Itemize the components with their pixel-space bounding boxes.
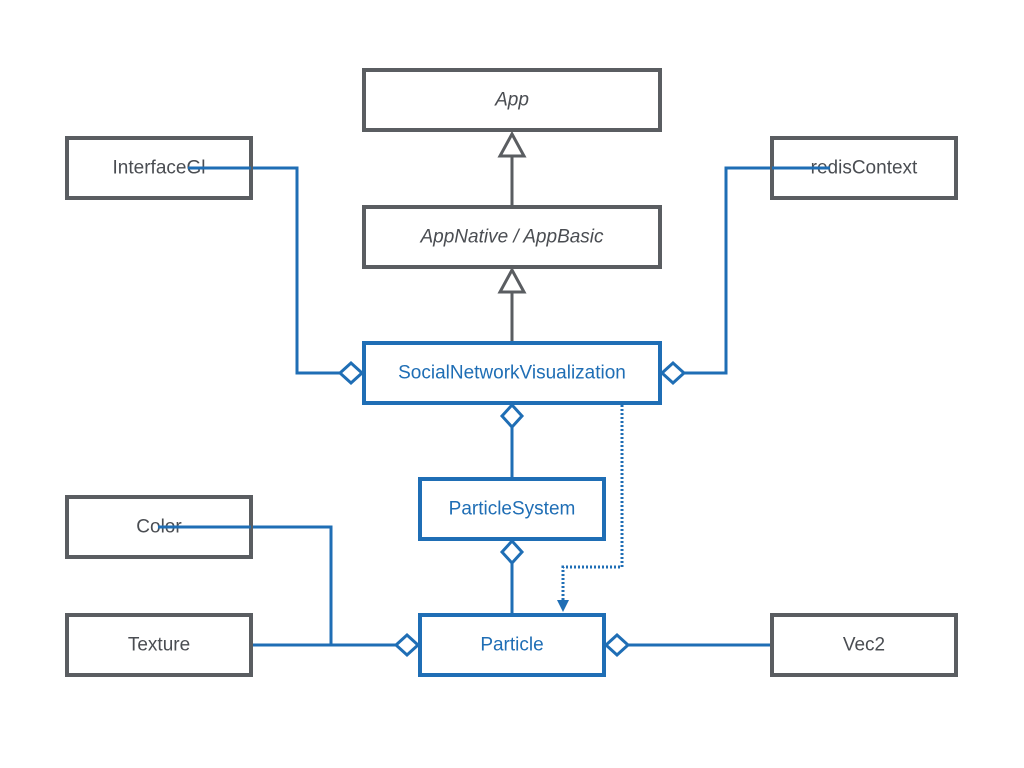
aggregation-diamond-particlesystem	[499, 402, 525, 430]
aggregation-diamond-vec2	[603, 632, 631, 658]
class-label-particle: Particle	[480, 635, 543, 656]
class-box-socialnetworkvisualization: SocialNetworkVisualization	[362, 341, 662, 405]
class-box-app: App	[362, 68, 662, 132]
aggregation-diamond-texture-color	[393, 632, 421, 658]
aggregation-diamond-interfacegl	[337, 360, 365, 386]
aggregation-diamond-rediscontext	[659, 360, 687, 386]
class-box-texture: Texture	[65, 613, 253, 677]
class-label-appnative: AppNative / AppBasic	[419, 227, 604, 248]
class-label-socialnetworkvisualization: SocialNetworkVisualization	[398, 363, 626, 384]
generalization-arrow-app	[497, 130, 527, 158]
dependency-arrow-particle	[557, 600, 569, 612]
aggregation-diamond-particle	[499, 538, 525, 566]
class-box-particlesystem: ParticleSystem	[418, 477, 606, 541]
class-label-interfacegl: InterfaceGl	[113, 158, 206, 179]
class-label-texture: Texture	[128, 635, 190, 656]
class-box-particle: Particle	[418, 613, 606, 677]
class-label-particlesystem: ParticleSystem	[449, 499, 576, 520]
class-label-vec2: Vec2	[843, 635, 885, 656]
class-label-app: App	[494, 90, 529, 111]
class-label-rediscontext: redisContext	[811, 158, 918, 179]
generalization-arrow-appnative	[497, 266, 527, 294]
dependency-line-snv-particle	[561, 405, 624, 604]
class-box-vec2: Vec2	[770, 613, 958, 677]
class-box-appnative: AppNative / AppBasic	[362, 205, 662, 269]
